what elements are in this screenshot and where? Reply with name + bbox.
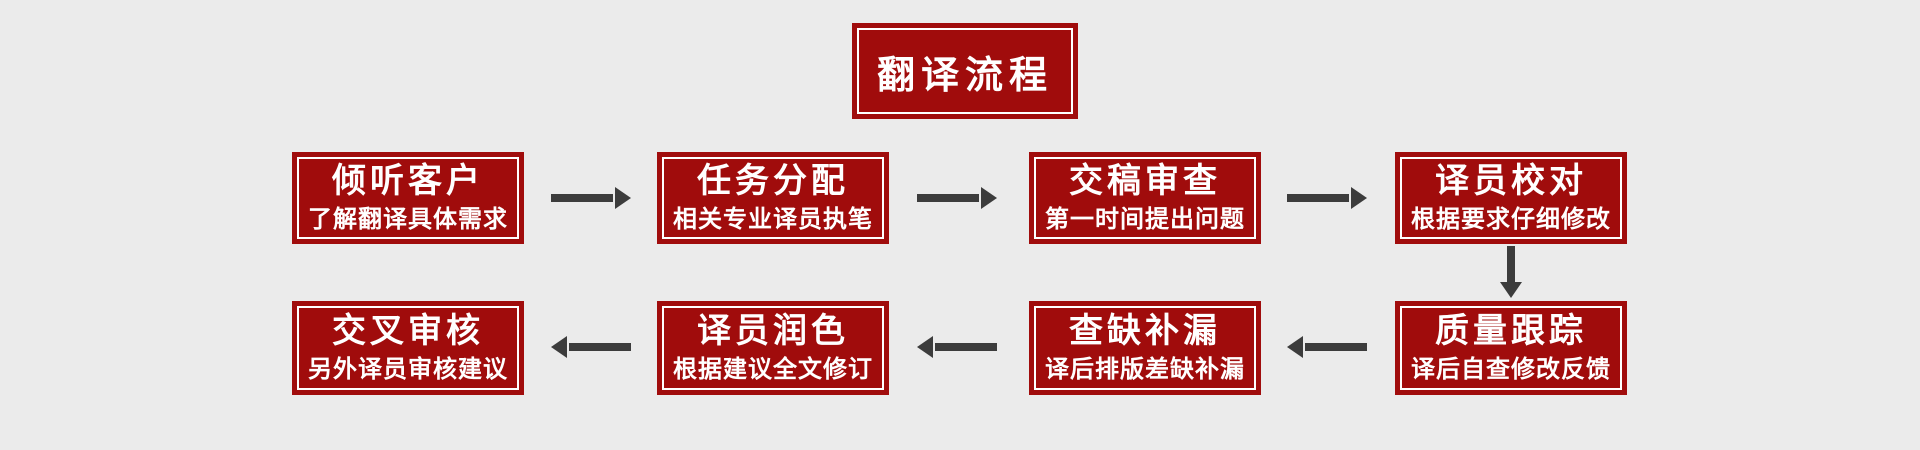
step-box-draft-review: 交稿审查 第一时间提出问题 [1029,152,1261,244]
step-title: 查缺补漏 [1069,311,1221,350]
step-subtitle: 根据建议全文修订 [673,355,873,383]
step-box-task-assignment: 任务分配 相关专业译员执笔 [657,152,889,244]
arrow-shaft [917,194,979,202]
arrow-shaft [569,343,631,351]
arrow-head [1500,282,1522,298]
step-box-translator-polishing: 译员润色 根据建议全文修订 [657,301,889,395]
step-box-gap-filling: 查缺补漏 译后排版差缺补漏 [1029,301,1261,395]
step-title: 任务分配 [697,161,849,200]
arrow-shaft [551,194,613,202]
arrow-shaft [1287,194,1349,202]
step-title: 译员校对 [1435,161,1587,200]
arrow-shaft [1507,246,1515,282]
step-subtitle: 相关专业译员执笔 [673,205,873,233]
arrow-right-icon [1287,183,1367,213]
flowchart-title-box: 翻译流程 [852,23,1078,119]
arrow-head [1287,336,1303,358]
step-box-listen-to-client: 倾听客户 了解翻译具体需求 [292,152,524,244]
step-title: 倾听客户 [332,161,484,200]
arrow-shaft [1305,343,1367,351]
step-box-cross-review: 交叉审核 另外译员审核建议 [292,301,524,395]
step-subtitle: 了解翻译具体需求 [308,205,508,233]
step-subtitle: 另外译员审核建议 [308,355,508,383]
step-title: 质量跟踪 [1435,311,1587,350]
arrow-shaft [935,343,997,351]
arrow-left-icon [551,332,631,362]
arrow-head [1351,187,1367,209]
step-title: 译员润色 [697,311,849,350]
arrow-left-icon [1287,332,1367,362]
arrow-right-icon [551,183,631,213]
step-subtitle: 第一时间提出问题 [1045,205,1245,233]
arrow-head [615,187,631,209]
flowchart-title: 翻译流程 [876,54,1053,97]
step-subtitle: 根据要求仔细修改 [1411,205,1611,233]
step-box-translator-proofreading: 译员校对 根据要求仔细修改 [1395,152,1627,244]
arrow-head [551,336,567,358]
step-subtitle: 译后排版差缺补漏 [1045,355,1245,383]
arrow-head [981,187,997,209]
arrow-down-icon [1496,246,1526,298]
step-title: 交稿审查 [1069,161,1221,200]
step-subtitle: 译后自查修改反馈 [1411,355,1611,383]
step-box-quality-tracking: 质量跟踪 译后自查修改反馈 [1395,301,1627,395]
step-title: 交叉审核 [332,311,484,350]
arrow-left-icon [917,332,997,362]
arrow-right-icon [917,183,997,213]
arrow-head [917,336,933,358]
